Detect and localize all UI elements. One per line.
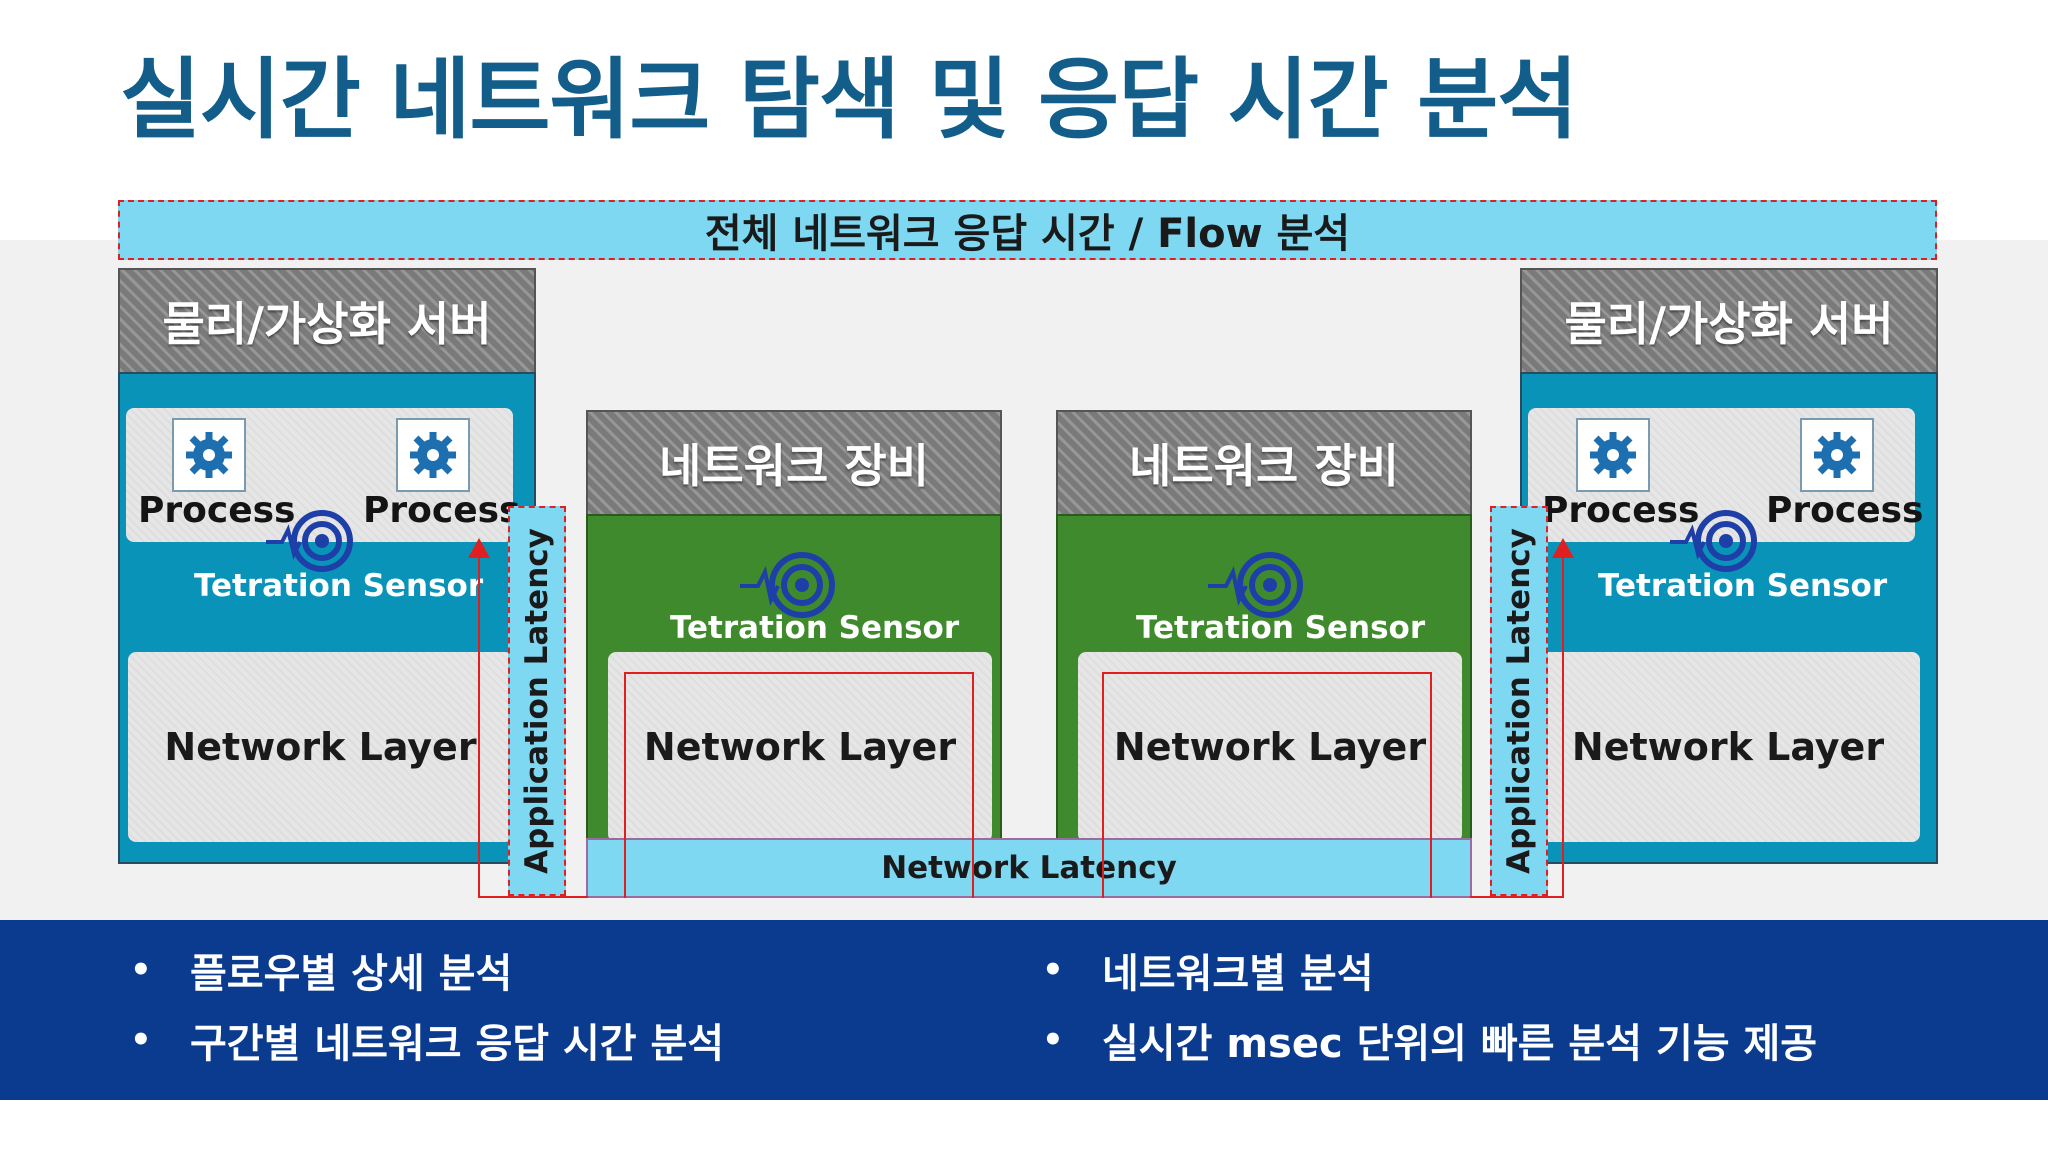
- bullet-dot: •: [130, 950, 152, 990]
- application-latency-bar-right: Application Latency: [1490, 506, 1548, 896]
- latency-path-left: [478, 548, 588, 898]
- left-sensor-label: Tetration Sensor: [194, 568, 484, 604]
- gear-icon: [1576, 418, 1650, 492]
- bullet-left-1: • 플로우별 상세 분석: [130, 940, 512, 1000]
- tetration-sensor-icon: [264, 508, 356, 574]
- network-device-1-network-layer: Network Layer: [608, 652, 992, 842]
- bullet-left-2: • 구간별 네트워크 응답 시간 분석: [130, 1010, 724, 1070]
- network-latency-bar: Network Latency: [586, 838, 1472, 898]
- latency-path-right: [1470, 548, 1564, 898]
- bullet-dot: •: [130, 1020, 152, 1060]
- bullet-dot: •: [1042, 1020, 1064, 1060]
- network-device-2-header: 네트워크 장비: [1056, 410, 1472, 516]
- gear-icon: [172, 418, 246, 492]
- network-device-1-header-label: 네트워크 장비: [659, 439, 929, 493]
- network-device-2-sensor-label: Tetration Sensor: [1136, 610, 1426, 646]
- arrow-up-icon: [468, 538, 490, 558]
- summary-band: [0, 920, 2048, 1100]
- left-server-header-label: 물리/가상화 서버: [162, 297, 492, 351]
- network-device-1-header: 네트워크 장비: [586, 410, 1002, 516]
- left-server-header: 물리/가상화 서버: [118, 268, 536, 374]
- left-network-layer-label: Network Layer: [164, 725, 477, 769]
- network-device-1-sensor-label: Tetration Sensor: [670, 610, 960, 646]
- application-latency-bar-left: Application Latency: [508, 506, 566, 896]
- right-process-label-1: Process: [1542, 490, 1700, 531]
- gear-icon: [1800, 418, 1874, 492]
- network-device-2-header-label: 네트워크 장비: [1129, 439, 1399, 493]
- bullet-text: 네트워크별 분석: [1102, 951, 1374, 997]
- flow-analysis-bar: 전체 네트워크 응답 시간 / Flow 분석: [118, 200, 1937, 260]
- bullet-text: 플로우별 상세 분석: [190, 951, 513, 997]
- bullet-text: 구간별 네트워크 응답 시간 분석: [190, 1021, 725, 1067]
- right-network-layer: Network Layer: [1536, 652, 1920, 842]
- left-process-label-2: Process: [363, 490, 521, 531]
- right-sensor-label: Tetration Sensor: [1598, 568, 1888, 604]
- left-process-label-1: Process: [138, 490, 296, 531]
- right-server-header: 물리/가상화 서버: [1520, 268, 1938, 374]
- tetration-sensor-icon: [1206, 550, 1306, 620]
- bullet-text: 실시간 msec 단위의 빠른 분석 기능 제공: [1102, 1021, 1818, 1067]
- network-device-2-network-layer-label: Network Layer: [1113, 725, 1427, 769]
- network-device-2-network-layer: Network Layer: [1078, 652, 1462, 842]
- arrow-up-icon: [1552, 538, 1574, 558]
- flow-analysis-label: 전체 네트워크 응답 시간 / Flow 분석: [704, 211, 1351, 257]
- tetration-sensor-icon: [738, 550, 838, 620]
- bullet-right-2: • 실시간 msec 단위의 빠른 분석 기능 제공: [1042, 1010, 1817, 1070]
- tetration-sensor-icon: [1668, 508, 1760, 574]
- bullet-right-1: • 네트워크별 분석: [1042, 940, 1374, 1000]
- right-server-header-label: 물리/가상화 서버: [1564, 297, 1894, 351]
- network-device-1-network-layer-label: Network Layer: [643, 725, 957, 769]
- right-process-label-2: Process: [1766, 490, 1924, 531]
- page-title: 실시간 네트워크 탐색 및 응답 시간 분석: [120, 48, 1578, 151]
- latency-path-device-1: [624, 672, 974, 898]
- right-network-layer-label: Network Layer: [1571, 725, 1885, 769]
- latency-path-device-2: [1102, 672, 1432, 898]
- gear-icon: [396, 418, 470, 492]
- network-latency-label: Network Latency: [881, 850, 1177, 886]
- left-network-layer: Network Layer: [128, 652, 513, 842]
- bullet-dot: •: [1042, 950, 1064, 990]
